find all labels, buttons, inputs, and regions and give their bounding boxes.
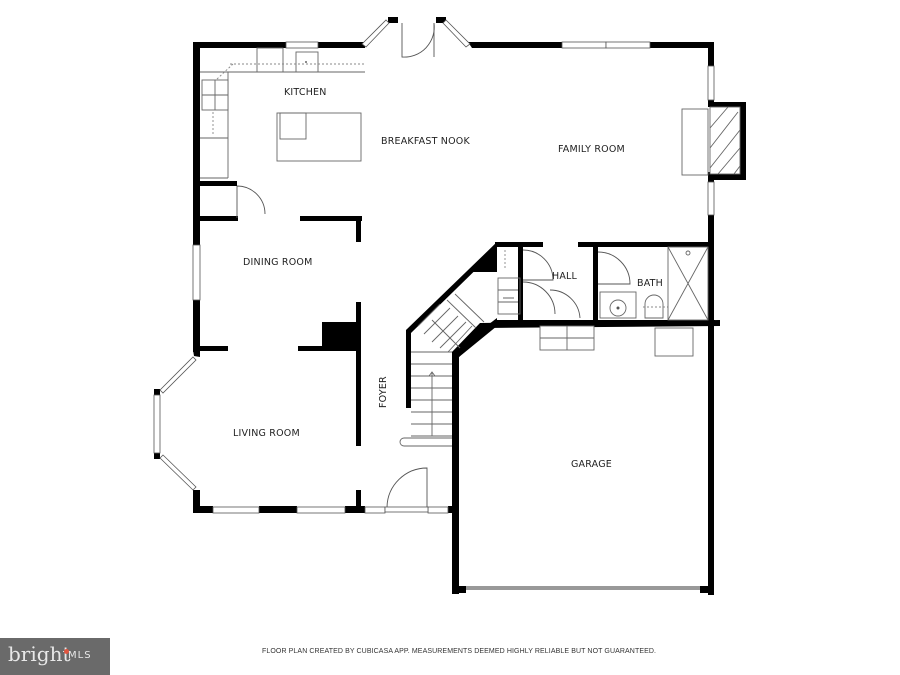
room-label-dining-room: DINING ROOM [243,257,312,268]
doors [236,22,631,508]
room-labels: KITCHEN BREAKFAST NOOK FAMILY ROOM DININ… [233,87,663,470]
windows [153,19,715,590]
interior-walls [193,181,720,510]
room-label-breakfast-nook: BREAKFAST NOOK [381,136,470,147]
room-label-kitchen: KITCHEN [284,87,327,98]
logo-accent-dot [64,649,69,654]
staircase [399,250,521,447]
logo-brand-text: bright [8,642,71,666]
room-label-family-room: FAMILY ROOM [558,144,625,155]
disclaimer-text: FLOOR PLAN CREATED BY CUBICASA APP. MEAS… [262,648,657,655]
room-label-foyer: FOYER [378,376,389,408]
room-label-living-room: LIVING ROOM [233,428,300,439]
fixtures [200,47,741,447]
room-label-bath: BATH [637,278,663,289]
room-label-hall: HALL [552,271,578,282]
logo-suffix-text: MLS [68,650,92,661]
room-label-garage: GARAGE [571,459,612,470]
bright-mls-logo: bright MLS [0,638,110,675]
exterior-walls [154,17,746,595]
